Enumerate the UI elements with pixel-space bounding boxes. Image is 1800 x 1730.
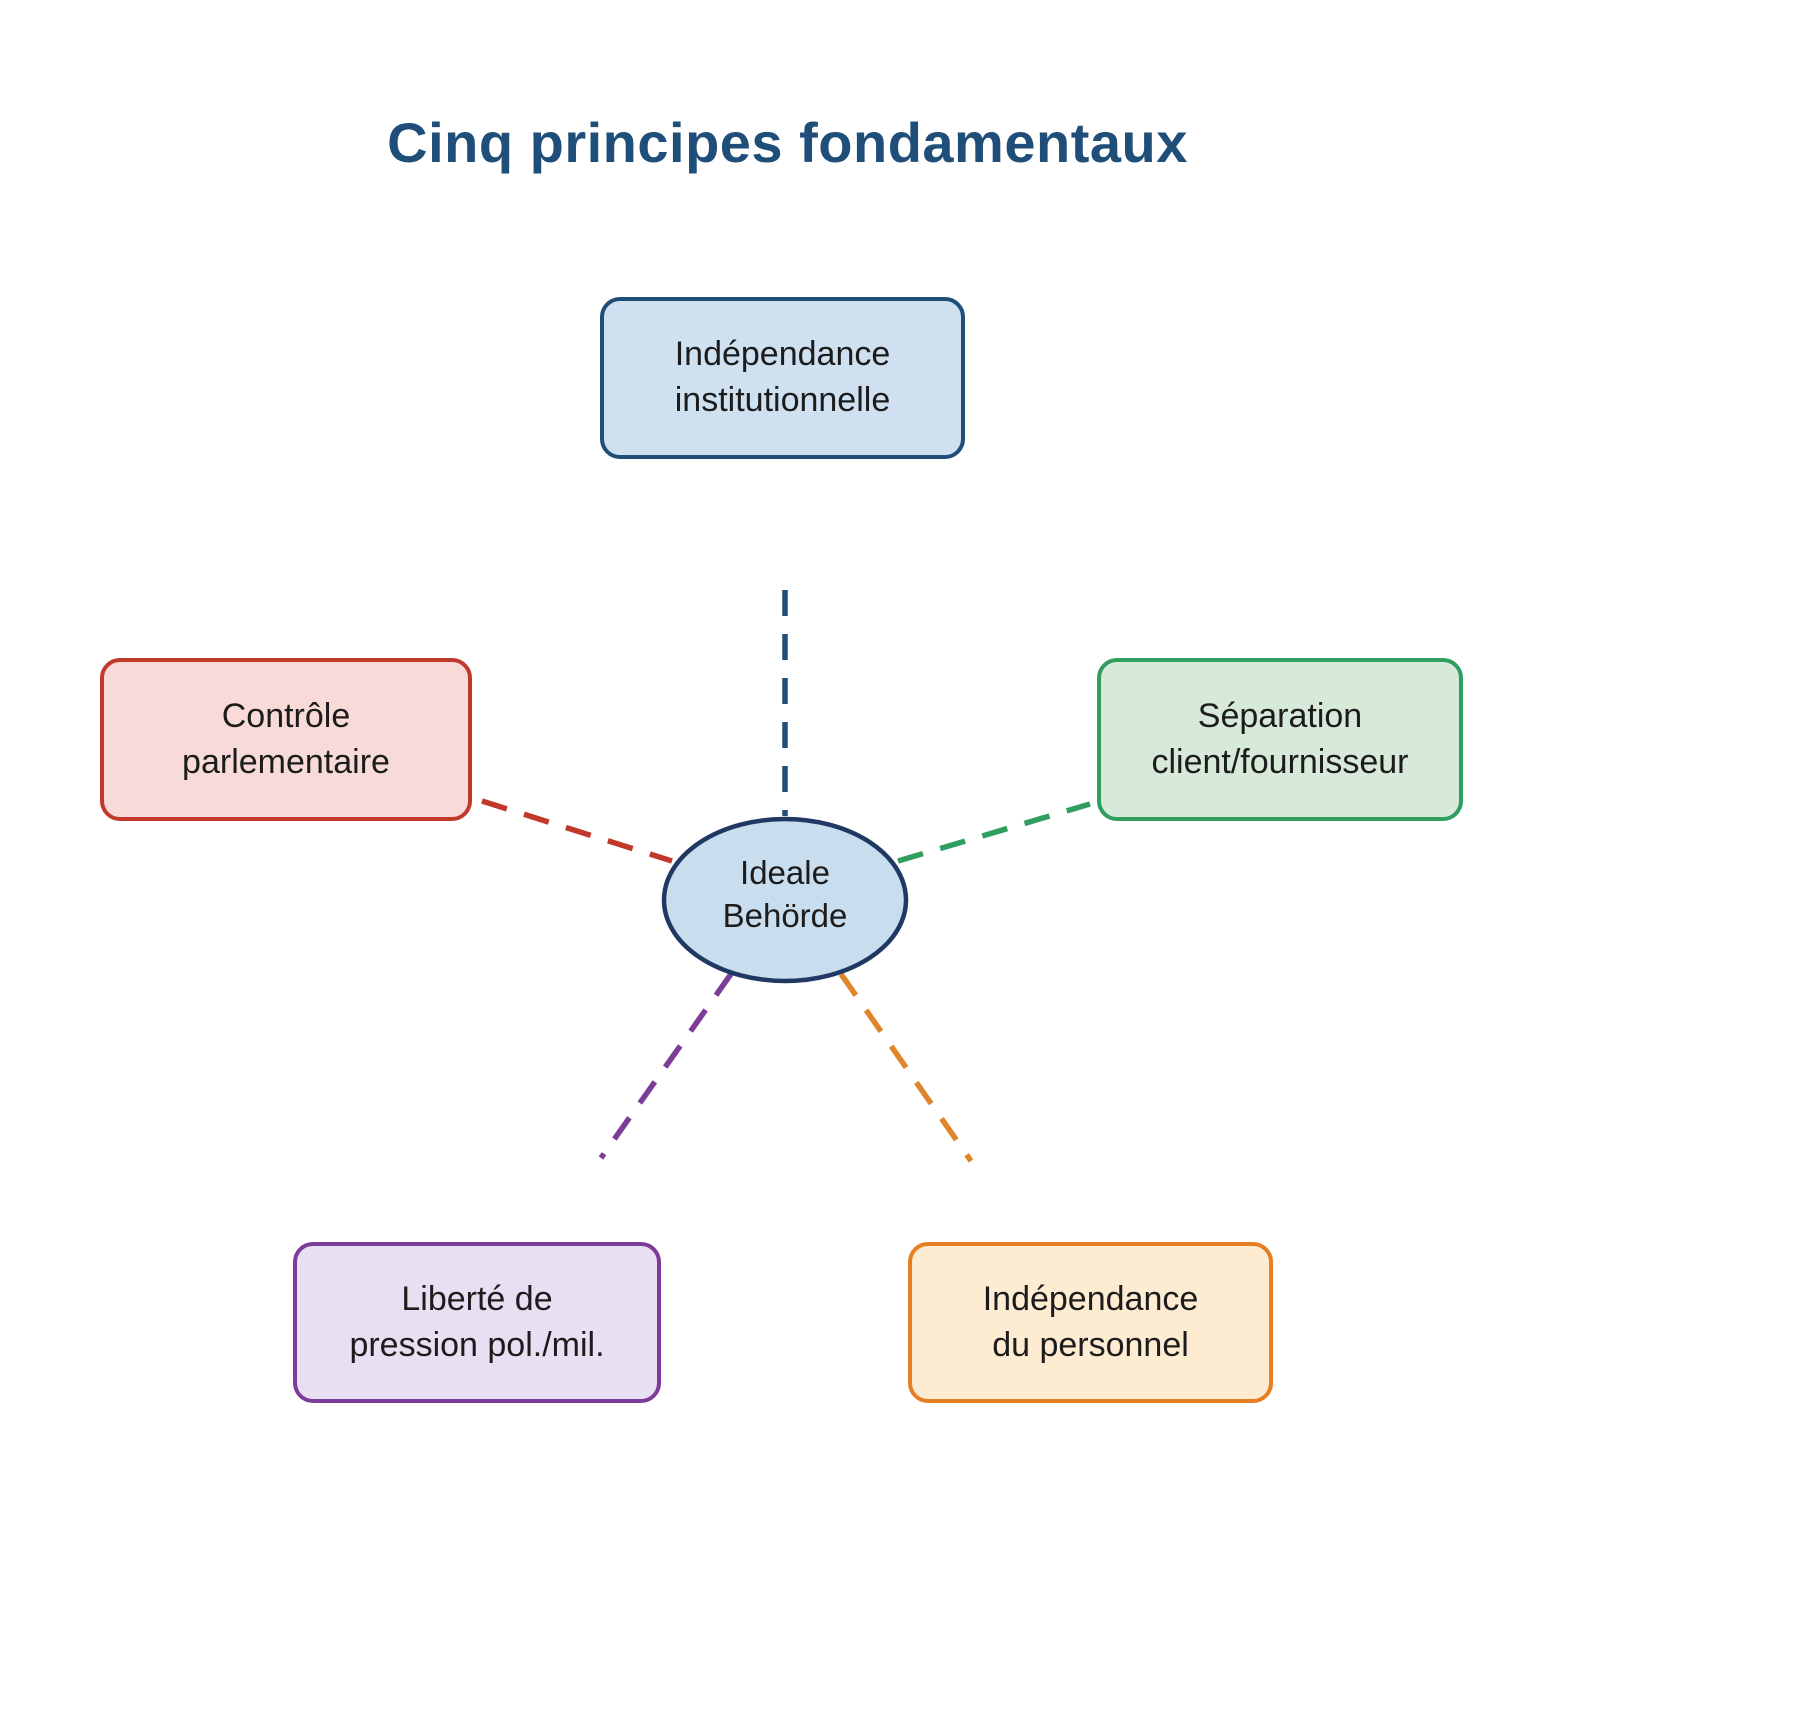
node-label-line: Indépendance [982, 1279, 1199, 1318]
connector-right [897, 801, 1091, 864]
node-independance-institutionnelle: Indépendance institutionnelle [600, 297, 965, 459]
node-liberte-pression: Liberté de pression pol./mil. [293, 1242, 661, 1403]
node-label-line: Indépendance [674, 335, 891, 374]
node-label-line: Liberté de [401, 1279, 553, 1318]
node-independance-personnel: Indépendance du personnel [908, 1242, 1273, 1403]
node-label-line: parlementaire [182, 742, 390, 781]
connector-bottom-right [838, 972, 974, 1163]
node-separation-client-fournisseur: Séparation client/fournisseur [1097, 658, 1463, 821]
node-label-line: institutionnelle [674, 381, 891, 419]
connector-bottom-left [598, 972, 734, 1160]
center-node-label-line: Ideale [740, 854, 830, 891]
node-label-line: pression pol./mil. [349, 1325, 605, 1364]
node-label-line: du personnel [992, 1325, 1189, 1364]
center-node-label-line: Behörde [722, 896, 848, 934]
node-controle-parlementaire: Contrôle parlementaire [100, 658, 472, 821]
page-title: Cinq principes fondamentaux [387, 111, 1188, 174]
center-node-ellipse [661, 816, 909, 984]
connector-left [481, 798, 673, 864]
node-label-line: Séparation [1197, 696, 1363, 735]
node-label-line: Contrôle [221, 696, 351, 735]
node-label-line: client/fournisseur [1151, 742, 1409, 781]
center-node-label: Ideale Behörde [645, 852, 925, 938]
